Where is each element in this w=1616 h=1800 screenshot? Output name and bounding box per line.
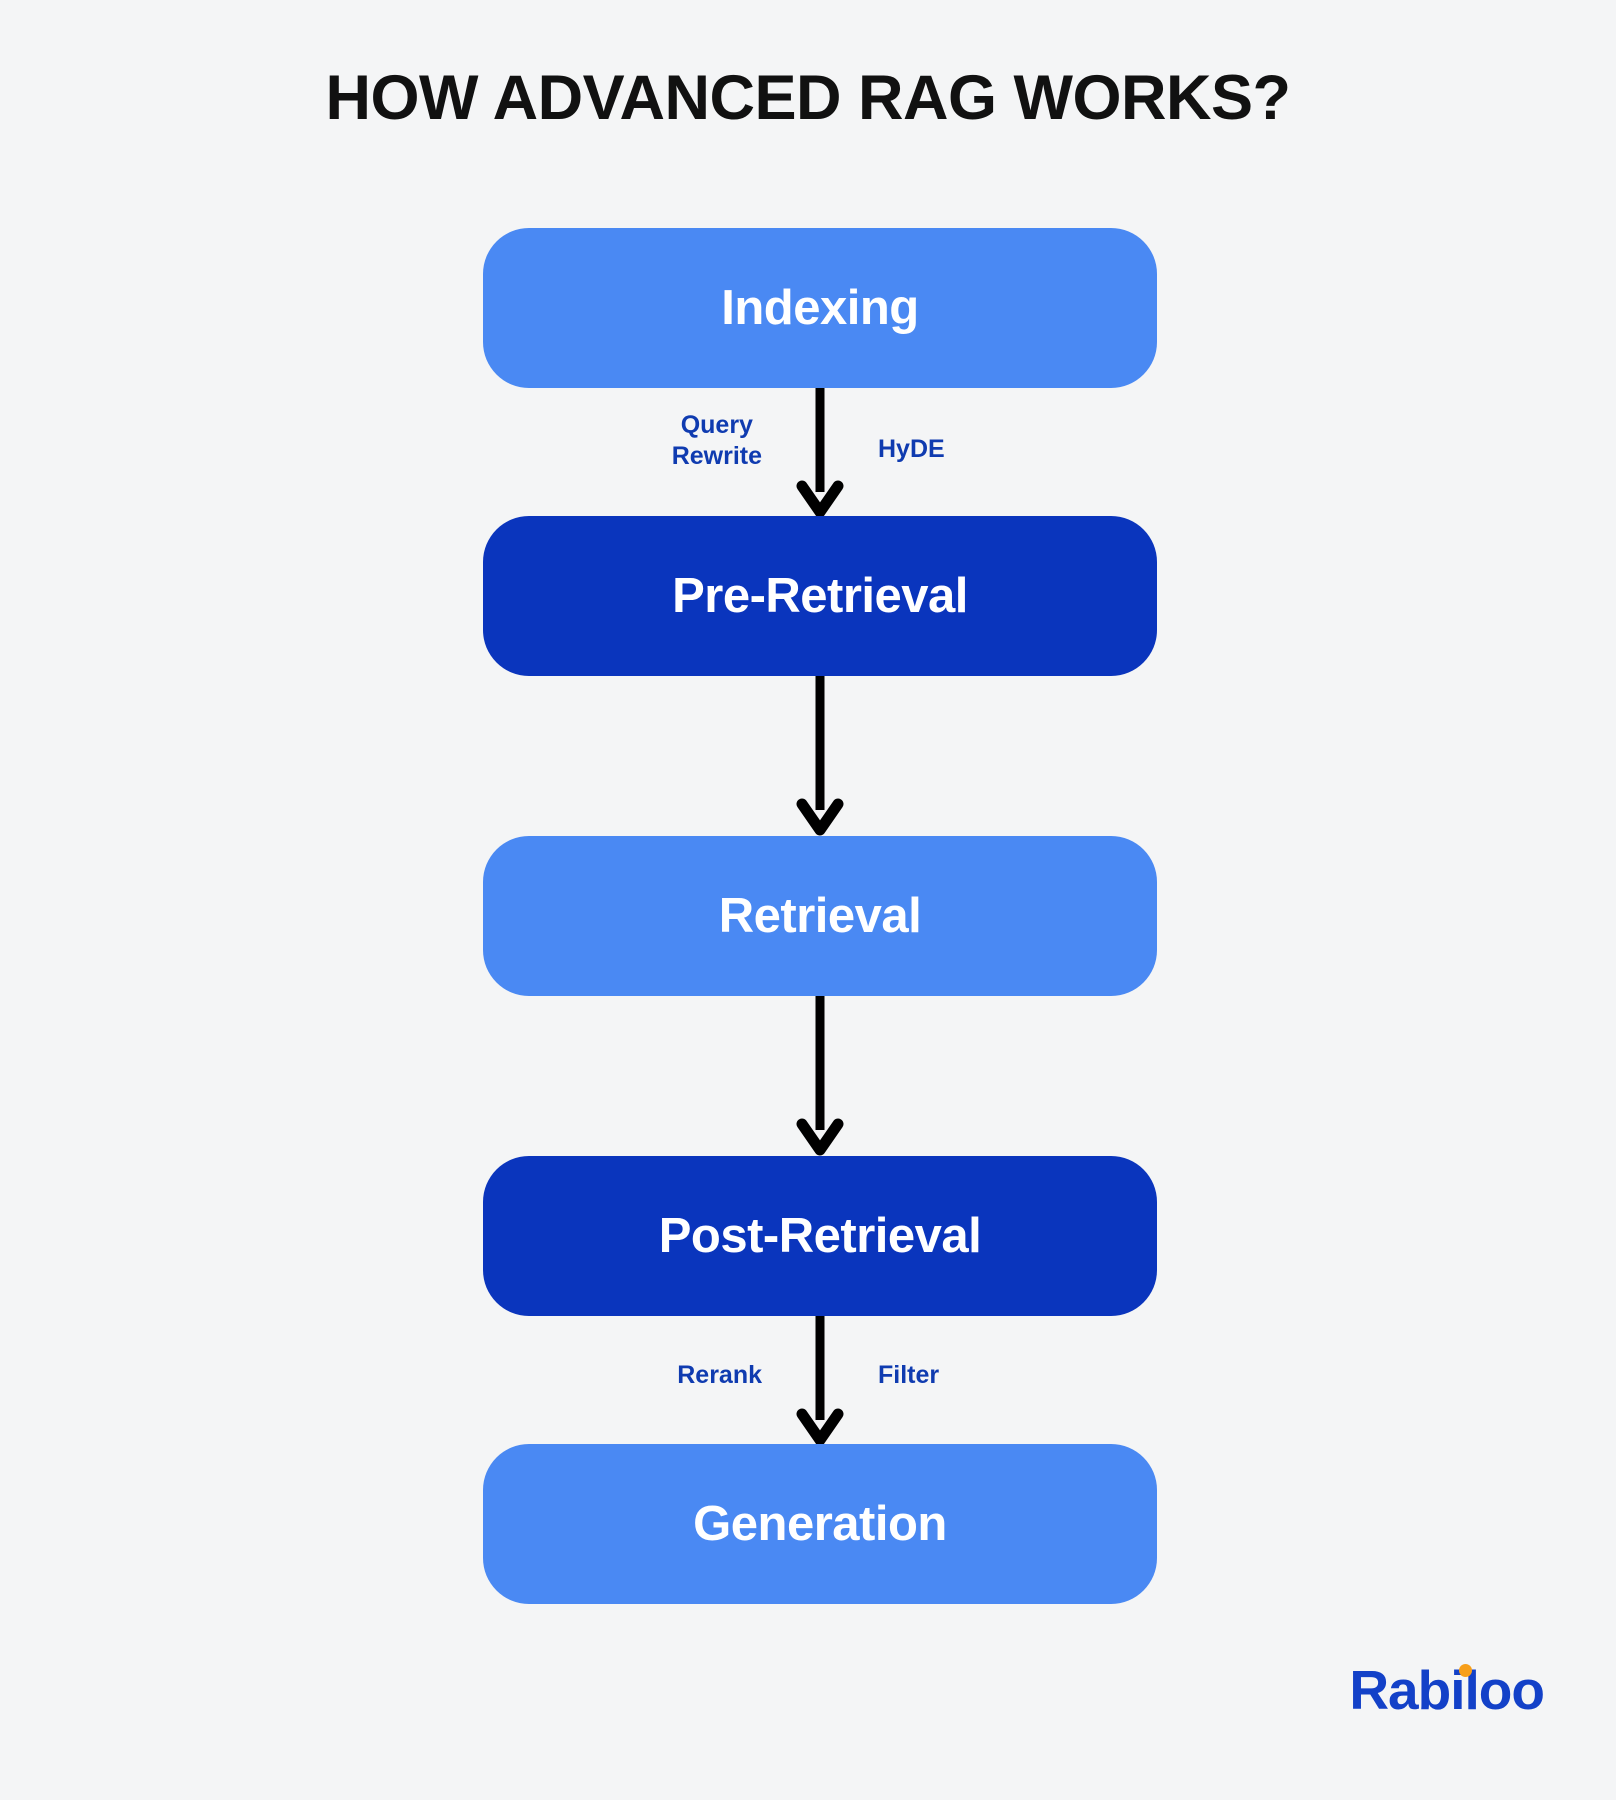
page-title: HOW ADVANCED RAG WORKS? [325,63,1291,133]
arrow-down-icon [790,676,850,836]
brand-logo-label: Rabiloo [1349,1659,1545,1721]
connector-pre-retrieval-to-retrieval [483,676,1157,836]
brand-logo-text: Rabiloo [1349,1658,1545,1722]
connector-label-filter: Filter [878,1361,940,1389]
orange-dot-icon [1459,1664,1473,1677]
flow-node-retrieval[interactable]: Retrieval [483,836,1157,996]
flow-node-label: Indexing [721,281,919,335]
arrow-down-icon [790,388,850,516]
flow-node-pre-retrieval[interactable]: Pre-Retrieval [483,516,1157,676]
flow-node-label: Post-Retrieval [658,1209,982,1263]
flow-node-label: Pre-Retrieval [672,569,968,623]
flow-node-label: Retrieval [718,889,922,943]
connector-label-hyde: HyDE [878,435,945,463]
flow-node-label: Generation [693,1497,947,1551]
flow-diagram: Indexing Query Rewrite HyDE Pre-Retrieva… [483,228,1157,1604]
connector-post-retrieval-to-generation: Rerank Filter [483,1316,1157,1444]
brand-logo: Rabiloo [1349,1658,1545,1722]
flow-node-indexing[interactable]: Indexing [483,228,1157,388]
flow-node-generation[interactable]: Generation [483,1444,1157,1604]
arrow-down-icon [790,1316,850,1444]
arrow-down-icon [790,996,850,1156]
flow-node-post-retrieval[interactable]: Post-Retrieval [483,1156,1157,1316]
connector-label-query-rewrite: Query Rewrite [671,411,762,471]
connector-indexing-to-pre-retrieval: Query Rewrite HyDE [483,388,1157,516]
connector-label-rerank: Rerank [677,1361,762,1389]
connector-retrieval-to-post-retrieval [483,996,1157,1156]
